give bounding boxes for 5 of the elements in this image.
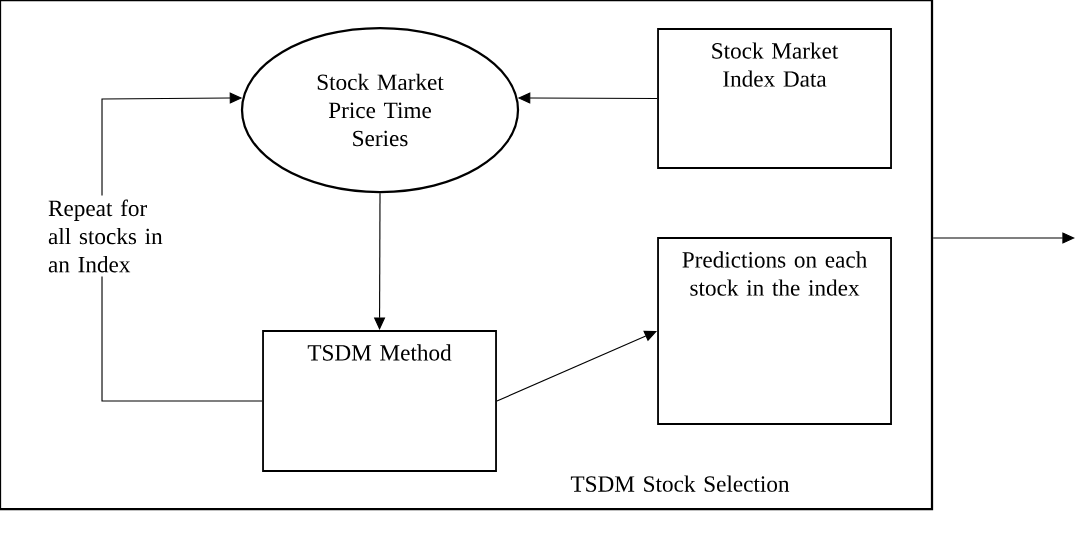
output-arrow bbox=[932, 232, 1075, 244]
output-box: Predictions on each stock in the index bbox=[657, 237, 892, 425]
edge-label: Repeat for all stocks in an Index bbox=[43, 195, 169, 277]
data-box: Stock Market Index Data bbox=[657, 28, 892, 169]
process-box: TSDM Method bbox=[262, 330, 497, 472]
